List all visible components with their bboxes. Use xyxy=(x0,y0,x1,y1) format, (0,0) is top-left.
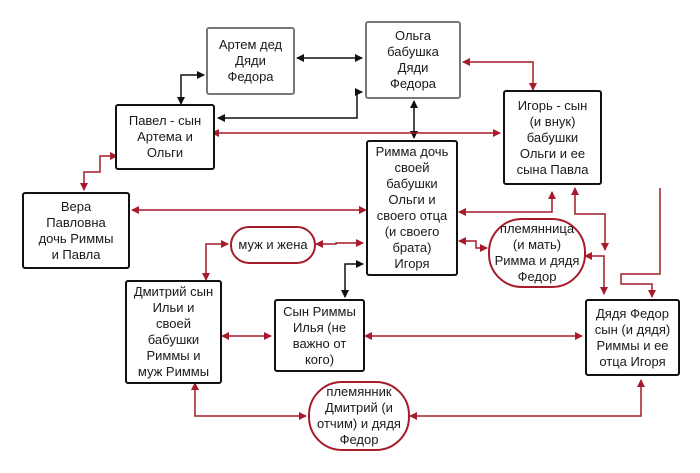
edge-husband-rimma xyxy=(315,239,364,248)
edge-pavel-vera xyxy=(80,152,118,191)
edge-olga-igor xyxy=(462,58,537,91)
edge-rimma-ilya xyxy=(341,260,364,298)
node-nephew-uncle: племянник Дмитрий (и отчим) и дядя Федор xyxy=(308,381,410,451)
node-vera: Вера Павловна дочь Риммы и Павла xyxy=(22,192,130,269)
edge-igor-fedor xyxy=(571,187,609,251)
edge-niece-fedor xyxy=(584,252,608,295)
edge-husband-dmitry xyxy=(202,240,229,281)
edge-nephew-fedor xyxy=(409,379,645,420)
node-niece-mother: племянница (и мать) Римма и дядя Федор xyxy=(488,218,586,288)
node-dmitry: Дмитрий сын Ильи и своей бабушки Риммы и… xyxy=(125,280,222,384)
node-igor: Игорь - сын (и внук) бабушки Ольги и ее … xyxy=(503,90,602,185)
edge-artem-pavel xyxy=(177,71,205,105)
node-fedor: Дядя Федор сын (и дядя) Риммы и ее отца … xyxy=(585,299,680,376)
node-artem: Артем дед Дяди Федора xyxy=(206,27,295,95)
edge-igor-fedor-loop xyxy=(620,188,661,298)
node-husband-wife: муж и жена xyxy=(230,226,316,264)
node-rimma: Римма дочь своей бабушки Ольги и своего … xyxy=(366,140,458,276)
edge-dmitry-nephew xyxy=(191,382,307,420)
edge-niece-rimma xyxy=(458,237,488,252)
edge-rimma-igor xyxy=(458,191,556,216)
edge-pavel-olga xyxy=(217,88,363,122)
node-ilya: Сын Риммы Илья (не важно от кого) xyxy=(274,299,365,372)
node-olga: Ольга бабушка Дяди Федора xyxy=(365,21,461,99)
node-pavel: Павел - сын Артема и Ольги xyxy=(115,104,215,170)
